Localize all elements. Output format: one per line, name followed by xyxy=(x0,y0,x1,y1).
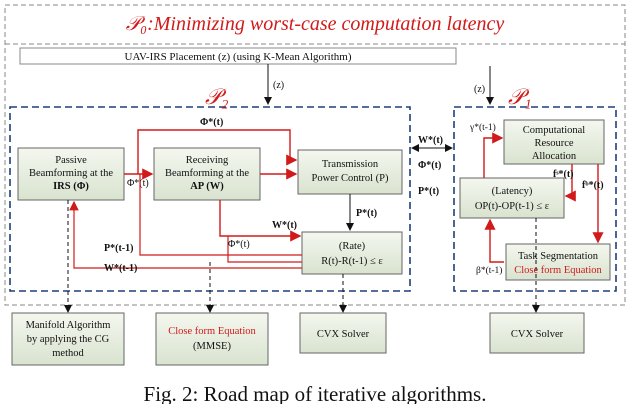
p-prev-label: P*(t-1) xyxy=(104,243,133,254)
phi-label-1: Φ*(t) xyxy=(127,178,149,189)
p-mid-label: P*(t) xyxy=(418,186,439,197)
manifold-line-2: by applying the CG xyxy=(27,334,110,345)
outer-frame xyxy=(4,4,626,306)
comp-line-1: Computational xyxy=(523,125,585,136)
beta-label: β*(t-1) xyxy=(476,265,502,276)
closeform-line-1: Close form Equation xyxy=(168,326,256,337)
comp-line-2: Resource xyxy=(534,138,573,149)
diagram-title: 𝒫₀:Minimizing worst-case computation lat… xyxy=(126,13,505,35)
cvx1-label: CVX Solver xyxy=(317,329,370,340)
task-seg-closeform: Close form Equation xyxy=(514,265,602,276)
task-seg-line-1: Task Segmentation xyxy=(518,251,599,262)
passive-line-1: Passive xyxy=(55,155,87,166)
p2-label: 𝒫₂ xyxy=(205,84,229,109)
transmission-power-block xyxy=(297,149,403,195)
computational-resource-block xyxy=(503,119,605,165)
p-label-down: P*(t) xyxy=(356,208,377,219)
figure-caption: Fig. 2: Road map of iterative algorithms… xyxy=(144,382,487,404)
rate-block xyxy=(301,231,403,275)
phi-label-3: Φ*(t) xyxy=(228,239,250,250)
passive-line-3: IRS (Φ) xyxy=(53,181,89,192)
cvx2-label: CVX Solver xyxy=(511,329,564,340)
closeform-block xyxy=(155,312,269,366)
latency-line-1: (Latency) xyxy=(492,186,533,197)
manifold-line-1: Manifold Algorithm xyxy=(26,320,111,331)
gamma-label: γ*(t-1) xyxy=(469,122,496,133)
receiving-line-2: Beamforming at the xyxy=(165,168,249,179)
phi-mid-label: Φ*(t) xyxy=(418,160,441,171)
placement-label: UAV-IRS Placement (z) (using K-Mean Algo… xyxy=(125,51,352,63)
fs-label: fˢ*(t) xyxy=(553,169,574,180)
receiving-beamforming-block xyxy=(153,147,261,201)
passive-line-2: Beamforming at the xyxy=(29,168,113,179)
cvx-solver-block-1 xyxy=(299,312,387,354)
closeform-line-2: (MMSE) xyxy=(193,341,231,352)
w-label-down: W*(t) xyxy=(272,220,297,231)
w-prev-label: W*(t-1) xyxy=(104,263,137,274)
p1-region xyxy=(453,106,617,292)
w-mid-label: W*(t) xyxy=(418,135,443,146)
comp-line-3: Allocation xyxy=(532,151,577,162)
receiving-line-1: Receiving xyxy=(186,155,229,166)
manifold-line-3: method xyxy=(52,348,84,359)
p1-label: 𝒫₁ xyxy=(508,84,532,109)
phi-label-2: Φ*(t) xyxy=(200,117,223,128)
cvx-solver-block-2 xyxy=(489,312,585,354)
task-segmentation-block xyxy=(505,243,611,281)
z-label-p1: (z) xyxy=(474,84,485,95)
rate-line-1: (Rate) xyxy=(339,241,366,252)
receiving-line-3: AP (W) xyxy=(190,181,224,192)
transmission-line-2: Power Control (P) xyxy=(312,173,390,184)
manifold-block xyxy=(11,312,125,366)
transmission-line-1: Transmission xyxy=(322,159,379,170)
z-label-p2: (z) xyxy=(273,80,284,91)
latency-line-2: OP(t)-OP(t-1) ≤ ε xyxy=(475,201,550,212)
latency-block xyxy=(459,177,565,219)
fb-label: fᵇ*(t) xyxy=(582,180,604,191)
rate-line-2: R(t)-R(t-1) ≤ ε xyxy=(321,256,383,267)
placement-box xyxy=(19,47,457,65)
